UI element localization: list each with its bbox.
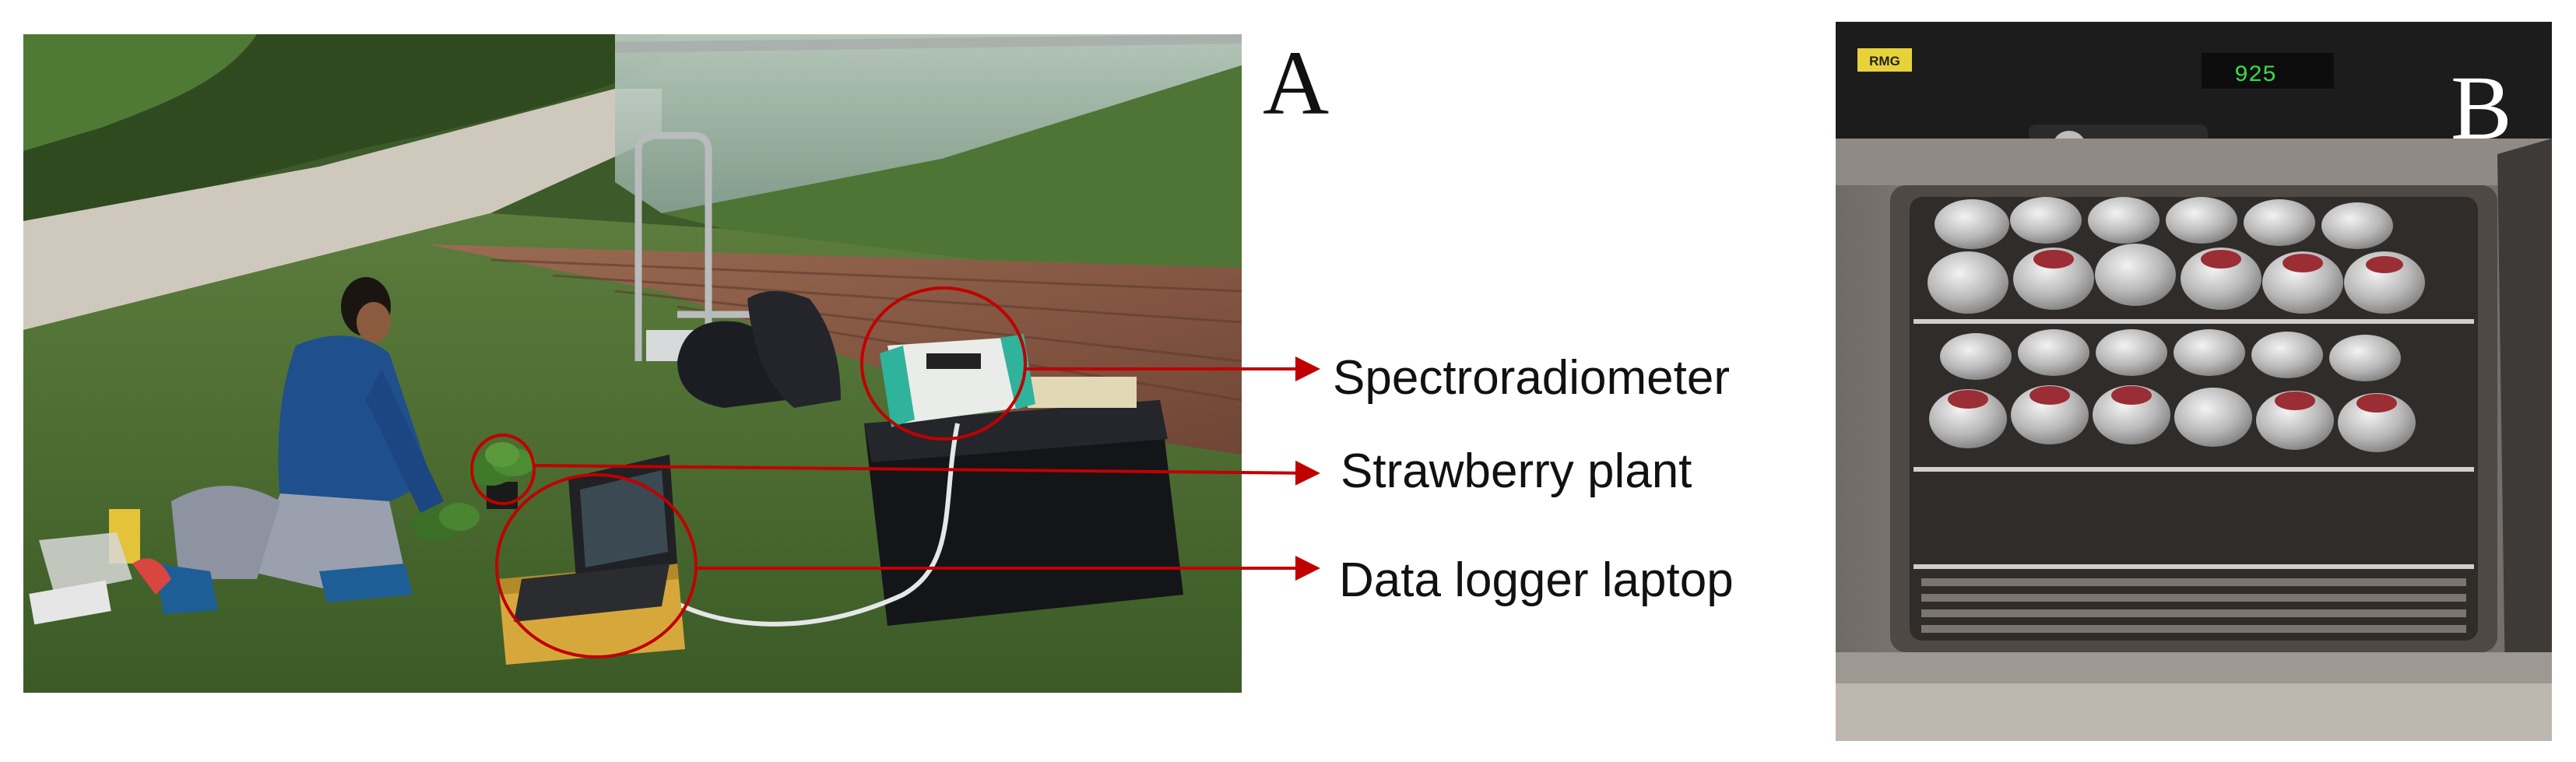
oven-badge — [1857, 48, 1912, 72]
upper-lawn — [662, 65, 1242, 291]
paper-sheet — [29, 580, 111, 625]
device-panel — [926, 353, 981, 369]
oven-scene: 925 RMG — [1836, 22, 2552, 741]
bush-highlight — [23, 34, 257, 151]
oven-display-panel — [2202, 53, 2334, 89]
oven-control-panel — [1836, 22, 2552, 139]
oven-shelves — [1914, 319, 2474, 569]
red-item — [132, 558, 171, 595]
oven-lower-frame — [1836, 652, 2552, 683]
oven-badge-text: RMG — [1869, 54, 1900, 68]
second-plant — [411, 503, 480, 542]
foil-samples-top — [1928, 197, 2425, 314]
oven-display-readout: 925 — [2234, 62, 2276, 89]
railing-top — [615, 34, 1242, 53]
oven-upper-frame — [1836, 139, 2552, 185]
glass-railing — [615, 34, 1242, 213]
callout-strawberry-plant: Strawberry plant — [1341, 444, 1692, 498]
backpack — [747, 291, 841, 408]
callout-spectroradiometer: Spectroradiometer — [1333, 351, 1731, 405]
panel-letter-b: B — [2451, 57, 2512, 159]
photo-a-field-setup — [23, 34, 1242, 693]
foil-samples-middle — [1929, 329, 2416, 452]
callout-data-logger-laptop: Data logger laptop — [1339, 553, 1734, 607]
panel-letter-a: A — [1263, 32, 1330, 134]
field-scene — [23, 34, 1242, 693]
floor — [1836, 683, 2552, 741]
photo-b-oven: 925 RMG — [1836, 22, 2552, 741]
oven-bottom-slats — [1921, 578, 2466, 633]
oven-door — [2497, 139, 2552, 741]
trolley — [634, 132, 763, 361]
plastic-bag — [39, 532, 132, 595]
cable — [660, 423, 960, 627]
case-label — [1028, 377, 1137, 408]
footpath — [23, 89, 662, 330]
researcher — [156, 277, 444, 614]
